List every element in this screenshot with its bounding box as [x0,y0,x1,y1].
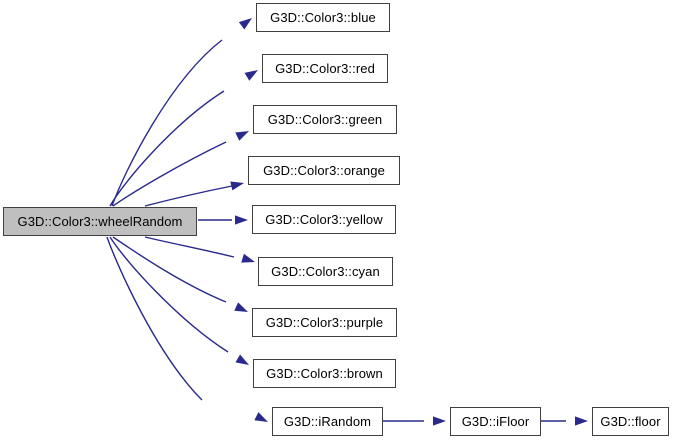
graph-arrowhead-iRandom-to-iFloor [433,416,446,426]
graph-node-iRandom[interactable]: G3D::iRandom [272,407,383,436]
graph-node-yellow[interactable]: G3D::Color3::yellow [252,205,396,234]
graph-node-iFloor[interactable]: G3D::iFloor [450,407,541,436]
graph-node-label: G3D::Color3::cyan [271,264,380,279]
graph-node-label: G3D::Color3::purple [265,315,384,330]
graph-arrowhead-wheelRandom-to-blue [238,18,252,30]
graph-node-orange[interactable]: G3D::Color3::orange [248,156,400,185]
graph-edge-wheelRandom-to-green [112,141,227,207]
graph-node-label: G3D::Color3::blue [270,10,376,25]
graph-node-brown[interactable]: G3D::Color3::brown [253,359,396,388]
graph-edge-wheelRandom-to-cyan [144,236,235,258]
graph-node-red[interactable]: G3D::Color3::red [262,54,388,83]
graph-arrowhead-wheelRandom-to-yellow [235,215,248,225]
graph-node-label: G3D::Color3::yellow [265,212,383,227]
graph-arrowhead-wheelRandom-to-iRandom [254,412,268,422]
graph-edge-wheelRandom-to-brown [109,236,229,353]
graph-node-floor[interactable]: G3D::floor [592,407,669,436]
graph-edge-wheelRandom-to-purple [112,236,227,303]
graph-node-label: G3D::floor [600,414,661,429]
graph-node-label: G3D::iRandom [283,414,372,429]
graph-arrowhead-wheelRandom-to-green [235,131,249,141]
graph-arrowhead-wheelRandom-to-brown [235,354,249,365]
graph-arrowhead-wheelRandom-to-orange [230,181,244,191]
graph-arrowhead-wheelRandom-to-purple [234,302,248,312]
graph-node-label: G3D::Color3::green [267,112,383,127]
graph-node-purple[interactable]: G3D::Color3::purple [252,308,397,337]
graph-node-label: G3D::Color3::wheelRandom [17,214,183,229]
graph-edge-wheelRandom-to-blue [111,39,223,207]
graph-node-label: G3D::Color3::brown [266,366,383,381]
graph-node-blue[interactable]: G3D::Color3::blue [256,3,390,32]
graph-node-wheelRandom[interactable]: G3D::Color3::wheelRandom [3,207,197,236]
graph-node-green[interactable]: G3D::Color3::green [253,105,397,134]
graph-arrowhead-wheelRandom-to-red [244,70,258,81]
graph-arrowhead-wheelRandom-to-cyan [241,253,255,263]
graph-node-label: G3D::Color3::orange [263,163,385,178]
graph-node-cyan[interactable]: G3D::Color3::cyan [258,257,393,286]
graph-arrowhead-iFloor-to-floor [575,416,588,426]
graph-node-label: G3D::Color3::red [275,61,375,76]
graph-edge-wheelRandom-to-orange [144,185,233,207]
graph-edge-wheelRandom-to-iRandom [106,236,203,401]
graph-node-label: G3D::iFloor [461,414,530,429]
graph-edge-wheelRandom-to-red [109,90,225,207]
